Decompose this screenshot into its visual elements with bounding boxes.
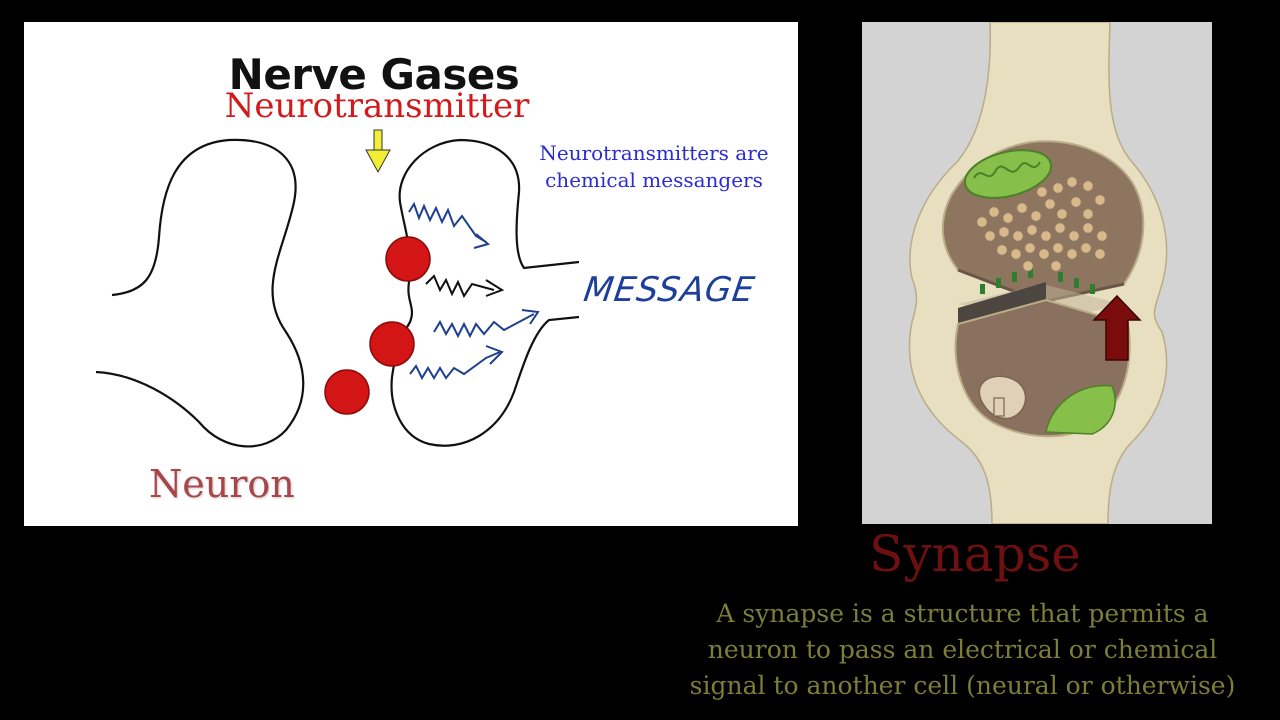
synapse-title: Synapse: [869, 525, 1081, 583]
vesicle-cluster: [976, 176, 1108, 272]
squiggle-arrow-2: [425, 274, 505, 299]
synapse-illustration-panel: [862, 22, 1212, 524]
neuron-right-outline: [390, 138, 580, 447]
mitochondrion-upper: [963, 149, 1053, 199]
synapse-up-arrow: [1092, 294, 1142, 361]
synapse-illustration: [908, 22, 1168, 524]
nerve-gases-panel: Nerve Gases Neurotransmitter Neurotransm…: [24, 22, 798, 526]
neurotransmitter-dot: [324, 369, 370, 415]
squiggle-arrow-4: [409, 345, 504, 381]
note-line-1: Neurotransmitters are: [539, 141, 769, 165]
organelle-golgi: [978, 375, 1027, 420]
neurotransmitter-dot: [385, 236, 431, 282]
receptor-group: [980, 268, 1095, 294]
neuron-label: Neuron: [149, 462, 295, 506]
neurotransmitter-note: Neurotransmitters are chemical messanger…: [504, 140, 804, 194]
squiggle-arrow-1: [408, 201, 491, 249]
description-line-2: neuron to pass an electrical or chemical: [707, 635, 1218, 664]
yellow-down-arrow: [365, 129, 391, 174]
neuron-left-outline: [95, 138, 305, 448]
squiggle-arrow-3: [433, 309, 540, 339]
message-label: MESSAGE: [581, 270, 758, 310]
description-line-1: A synapse is a structure that permits a: [716, 599, 1209, 628]
mitochondrion-lower: [1045, 384, 1116, 435]
description-line-3: signal to another cell (neural or otherw…: [689, 671, 1236, 700]
synapse-description: A synapse is a structure that permits a …: [650, 596, 1275, 704]
neuron-drawing: [95, 129, 580, 448]
note-line-2: chemical messangers: [545, 168, 763, 192]
neurotransmitter-dot: [369, 321, 415, 367]
neurotransmitter-label: Neurotransmitter: [224, 86, 530, 126]
page-title: Nerve Gases: [228, 50, 520, 99]
